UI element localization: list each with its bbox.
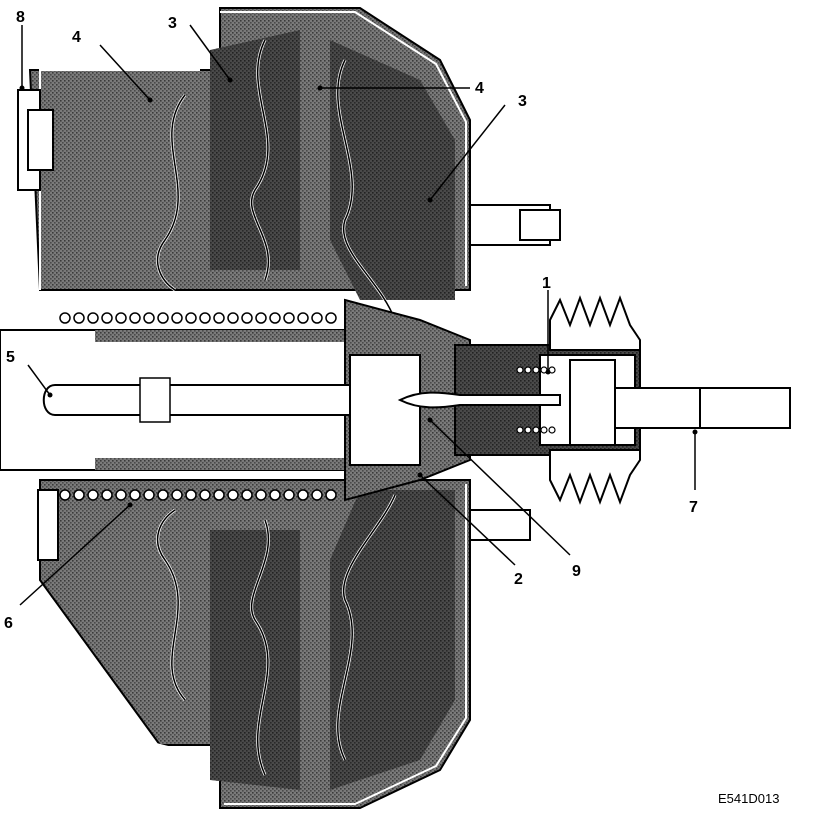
leader-6 (19, 504, 131, 606)
spring-coil (101, 312, 113, 324)
spring-coil (241, 312, 253, 324)
callout-1: 1 (542, 275, 551, 292)
spring-coil (59, 312, 71, 324)
spring-coil (157, 489, 169, 501)
input-push-rod (569, 359, 791, 446)
spring-coil (213, 312, 225, 324)
callout-3b: 3 (518, 93, 527, 110)
spring-coil (115, 312, 127, 324)
rear-chamber-lower (330, 490, 455, 790)
spring-coil (171, 489, 183, 501)
spring-coil (269, 489, 281, 501)
leader-3a (189, 24, 231, 81)
diaphragm-outlines (156, 39, 396, 776)
spring-coil (101, 489, 113, 501)
spring-coil (297, 489, 309, 501)
rear-chamber-upper (330, 40, 455, 300)
return-spring-lower (59, 489, 337, 501)
callout-6: 6 (4, 615, 13, 632)
spring-coil (325, 489, 337, 501)
spring-coil (171, 312, 183, 324)
spring-coil (143, 489, 155, 501)
spring-coil (199, 312, 211, 324)
callout-3a: 3 (168, 15, 177, 32)
callout-labels: 8 4 3 4 3 1 5 6 2 9 7 (4, 9, 698, 632)
valve-spring (516, 366, 556, 434)
spring-coil (311, 489, 323, 501)
spring-coil (311, 312, 323, 324)
spring-coil (157, 312, 169, 324)
spring-coil (269, 312, 281, 324)
spring-coil (129, 312, 141, 324)
middle-chamber-lower (210, 530, 300, 790)
spring-coil (227, 489, 239, 501)
spring-coil (255, 312, 267, 324)
return-spring-upper (59, 312, 337, 324)
spring-coil (213, 489, 225, 501)
spring-coil (143, 312, 155, 324)
spring-coil (227, 312, 239, 324)
leader-9 (429, 419, 571, 556)
leader-3b (429, 104, 506, 201)
callout-4a: 4 (72, 29, 81, 46)
spring-coil (115, 489, 127, 501)
middle-chamber-upper (210, 30, 300, 270)
spring-coil (283, 489, 295, 501)
spring-coil (185, 489, 197, 501)
spring-coil (73, 312, 85, 324)
callout-4b: 4 (475, 80, 484, 97)
leader-lines (19, 24, 696, 606)
booster-housing (28, 7, 471, 809)
spring-coil (255, 489, 267, 501)
spring-coil (87, 489, 99, 501)
spring-coil (283, 312, 295, 324)
spring-coil (325, 312, 337, 324)
rubber-boot (549, 295, 641, 505)
figure-code: E541D013 (718, 791, 779, 806)
spring-coil (297, 312, 309, 324)
spring-coil (129, 489, 141, 501)
callout-7: 7 (689, 499, 698, 516)
output-push-rod (42, 377, 351, 423)
spring-coil (59, 489, 71, 501)
leader-4a (99, 44, 151, 101)
check-valve-port (17, 89, 59, 561)
callout-8: 8 (16, 9, 25, 26)
spring-coil (87, 312, 99, 324)
leader-2 (419, 474, 516, 566)
callout-5: 5 (6, 349, 15, 366)
callout-2: 2 (514, 571, 523, 588)
spring-coil (73, 489, 85, 501)
spring-coil (241, 489, 253, 501)
mounting-studs (469, 204, 561, 541)
spring-coil (199, 489, 211, 501)
leader-5 (27, 364, 51, 396)
callout-9: 9 (572, 563, 581, 580)
spring-coil (185, 312, 197, 324)
leader-dots (19, 77, 698, 508)
